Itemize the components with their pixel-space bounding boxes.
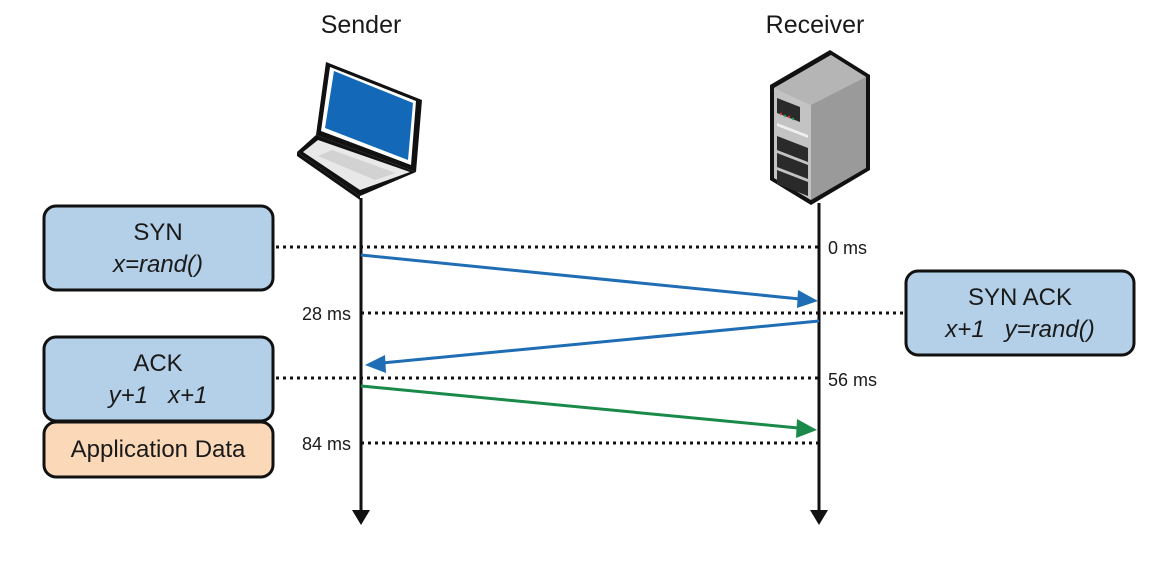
receiver-title: Receiver (766, 11, 865, 39)
syn-ack-arrow (365, 319, 820, 373)
ack-box-title: ACK (133, 350, 182, 377)
ack-data-arrow (360, 384, 817, 438)
time-label-28ms: 28 ms (302, 304, 351, 324)
time-label-0ms: 0 ms (828, 238, 867, 258)
appdata-box: Application Data (42, 420, 275, 479)
synack-box-sub: x+1 y=rand() (944, 316, 1094, 343)
sender-title: Sender (321, 11, 402, 39)
syn-arrow (360, 253, 818, 308)
synack-box: SYN ACK x+1 y=rand() (904, 269, 1136, 357)
receiver-lifeline-arrow (810, 510, 828, 525)
server-icon (770, 50, 870, 205)
appdata-box-title: Application Data (71, 436, 246, 463)
syn-box-sub: x=rand() (112, 251, 203, 278)
time-label-56ms: 56 ms (828, 370, 877, 390)
syn-box: SYN x=rand() (42, 204, 275, 292)
ack-box: ACK y+1 x+1 (42, 335, 275, 423)
time-label-84ms: 84 ms (302, 434, 351, 454)
laptop-icon (297, 62, 422, 200)
ack-box-sub: y+1 x+1 (107, 382, 208, 409)
synack-box-title: SYN ACK (968, 284, 1072, 311)
syn-box-title: SYN (133, 219, 182, 246)
sender-lifeline-arrow (352, 510, 370, 525)
